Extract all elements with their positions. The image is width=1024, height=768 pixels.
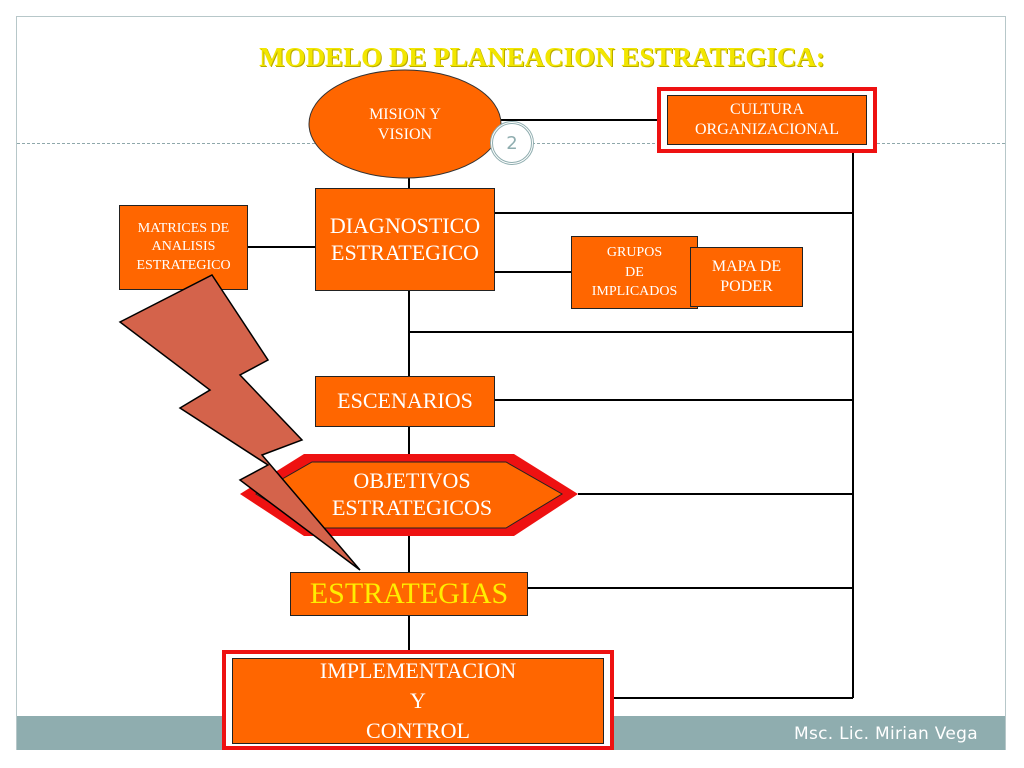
footer-author: Msc. Lic. Mirian Vega — [793, 724, 978, 744]
mision-line-2: VISION — [377, 126, 433, 143]
matrices-line-1: MATRICES DE — [137, 221, 230, 237]
matrices-node: MATRICES DE ANALISIS ESTRATEGICO — [119, 205, 248, 290]
diagnostico-line-2: ESTRATEGICO — [331, 239, 479, 265]
implementacion-node: IMPLEMENTACION Y CONTROL — [232, 658, 604, 744]
grupos-node: GRUPOS DE IMPLICADOS — [571, 236, 698, 309]
diagnostico-line-1: DIAGNOSTICO — [329, 212, 481, 238]
grupos-line-3: IMPLICADOS — [591, 284, 678, 300]
objetivos-node: OBJETIVOS ESTRATEGICOS — [296, 462, 528, 528]
estrategias-node: ESTRATEGIAS — [290, 572, 528, 616]
matrices-line-2: ANALISIS — [151, 239, 216, 255]
grupos-line-1: GRUPOS — [606, 245, 663, 261]
slide-title: MODELO DE PLANEACION ESTRATEGICA: — [259, 42, 825, 72]
cultura-line-1: CULTURA — [729, 101, 805, 119]
lightning-bolt — [118, 274, 361, 571]
implementacion-line-1: IMPLEMENTACION — [319, 658, 517, 684]
grupos-line-2: DE — [625, 264, 644, 280]
objetivos-line-1: OBJETIVOS — [353, 468, 471, 494]
mapa-node: MAPA DE PODER — [690, 247, 803, 307]
mision-vision-node: MISION Y VISION — [325, 100, 485, 150]
cultura-node: CULTURA ORGANIZACIONAL — [667, 95, 867, 145]
cultura-line-2: ORGANIZACIONAL — [695, 121, 839, 138]
implementacion-line-2: Y — [410, 688, 426, 714]
diagnostico-node: DIAGNOSTICO ESTRATEGICO — [315, 188, 495, 291]
objetivos-shape — [240, 454, 578, 536]
matrices-line-3: ESTRATEGICO — [136, 257, 231, 273]
mapa-line-2: PODER — [720, 278, 773, 295]
page-number-badge: 2 — [490, 121, 534, 165]
mision-line-1: MISION Y — [369, 106, 441, 124]
mapa-line-1: MAPA DE — [711, 258, 782, 276]
objetivos-line-2: ESTRATEGICOS — [331, 495, 493, 520]
escenarios-node: ESCENARIOS — [315, 376, 495, 427]
implementacion-line-3: CONTROL — [366, 717, 470, 743]
